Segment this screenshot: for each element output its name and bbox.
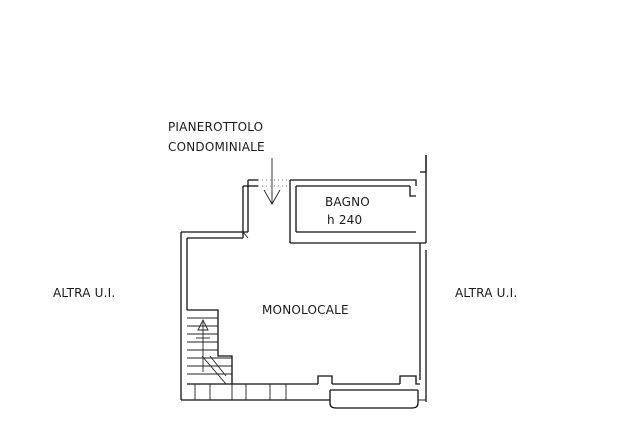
bathroom-label: BAGNO (325, 195, 370, 209)
bottom-wall (181, 375, 427, 409)
landing-label-line1: PIANEROTTOLO (168, 120, 264, 134)
corner-tick (242, 231, 249, 239)
other-unit-right-label: ALTRA U.I. (455, 286, 518, 300)
outer-walls (180, 155, 427, 402)
other-unit-left-label: ALTRA U.I. (53, 286, 116, 300)
staircase (187, 309, 233, 385)
studio-label: MONOLOCALE (262, 303, 349, 317)
entrance-arrow (263, 158, 281, 205)
landing-label-line2: CONDOMINIALE (168, 140, 265, 154)
bathroom-height-label: h 240 (327, 213, 363, 227)
